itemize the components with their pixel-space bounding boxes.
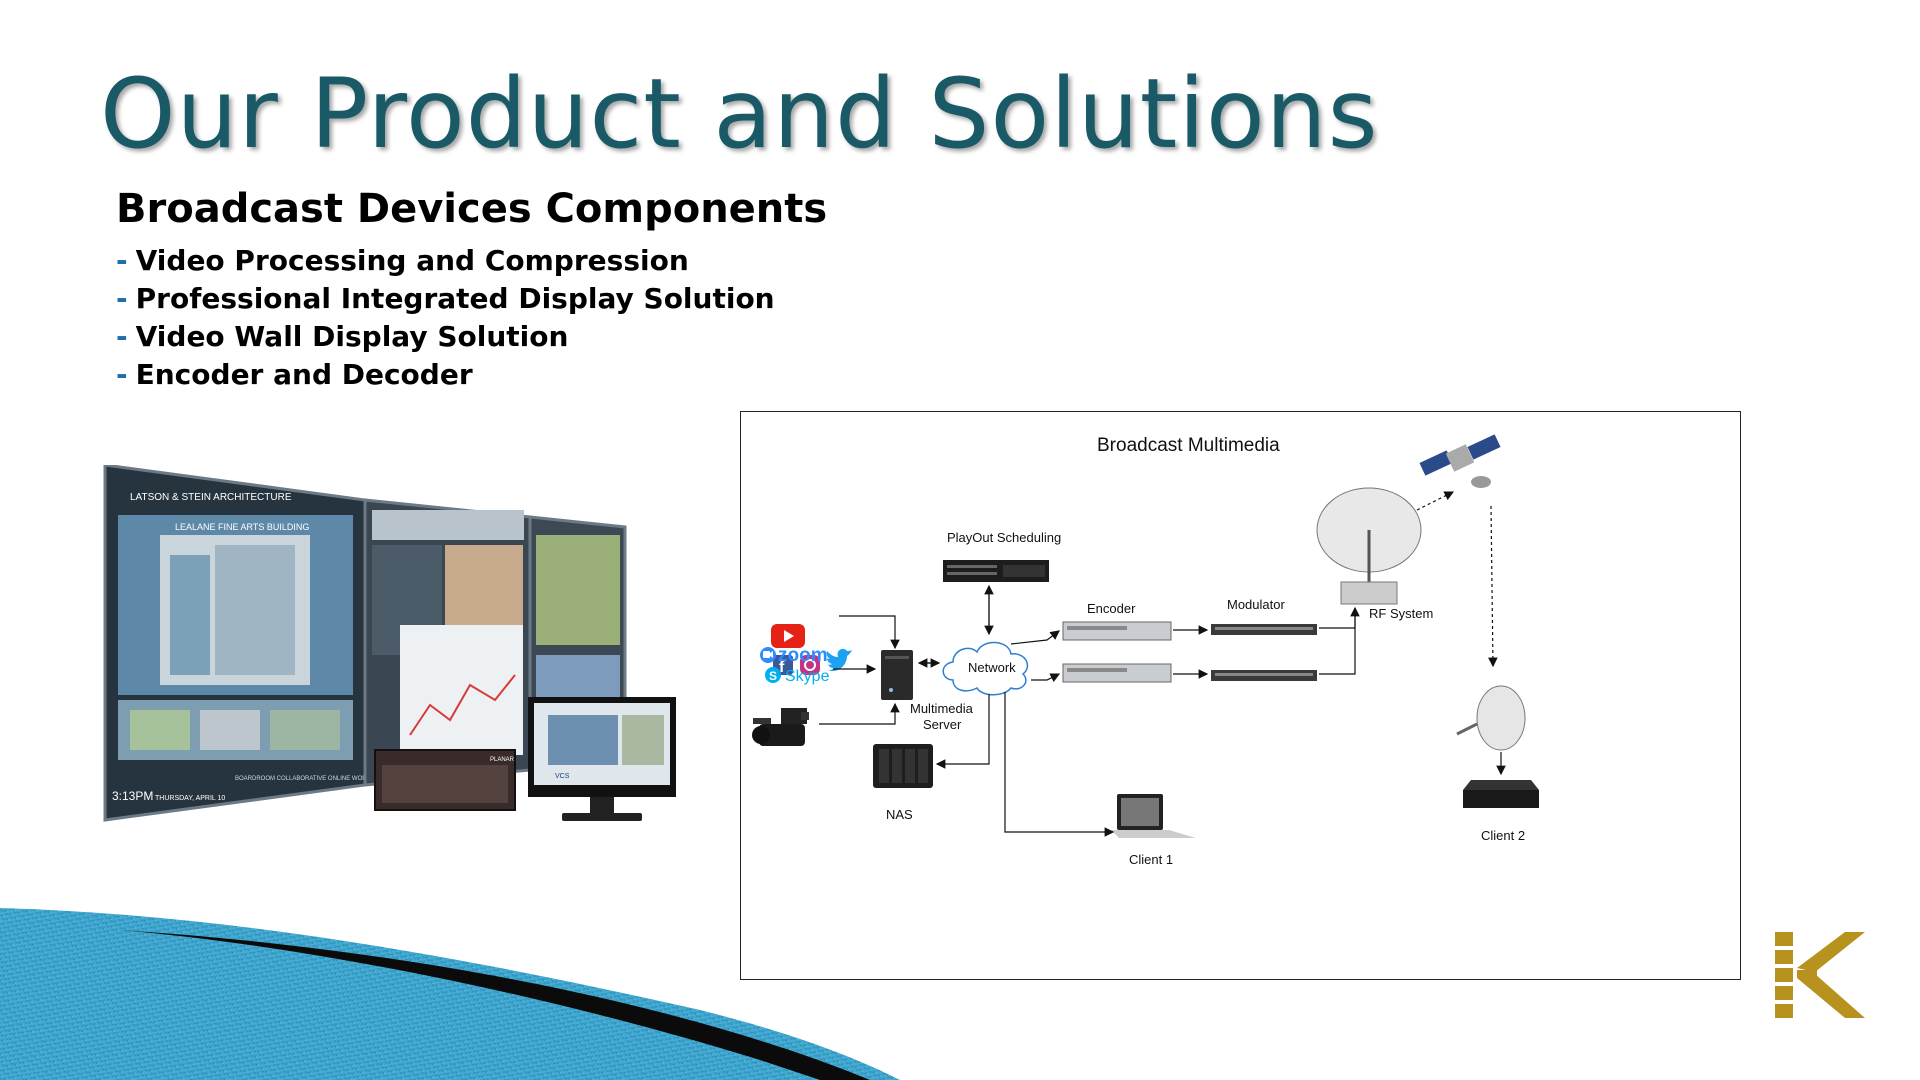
network-cloud-icon <box>942 641 1029 696</box>
bullet-dash: - <box>116 320 128 353</box>
videowall-footer: BOARDROOM COLLABORATIVE ONLINE WORKSPACE <box>235 776 390 782</box>
videowall-brand: LATSON & STEIN ARCHITECTURE <box>130 492 292 503</box>
twitter-icon <box>826 648 852 672</box>
wave-black <box>120 930 870 1080</box>
modulator-2-icon <box>1211 670 1317 681</box>
modulator-1-icon <box>1211 624 1317 635</box>
bullet-text: Video Processing and Compression <box>135 244 689 277</box>
svg-text:S: S <box>769 669 777 683</box>
multimedia-server-icon <box>881 650 913 700</box>
server-label-line2: Server <box>923 717 962 732</box>
bullet-text: Professional Integrated Display Solution <box>135 282 775 315</box>
bullet-text: Video Wall Display Solution <box>135 320 569 353</box>
network-label: Network <box>968 660 1016 675</box>
bullet-item: -Video Wall Display Solution <box>116 318 775 356</box>
skype-label: Skype <box>785 668 830 685</box>
bullet-dash: - <box>116 282 128 315</box>
videowall-date: THURSDAY, APRIL 10 <box>155 795 225 802</box>
nas-label: NAS <box>886 807 913 822</box>
zoom-label: zoom <box>778 645 828 666</box>
videowall-clock: 3:13PM <box>112 789 153 803</box>
skype-icon <box>765 667 781 683</box>
modulator-label: Modulator <box>1227 597 1285 612</box>
rf-label: RF System <box>1369 606 1433 621</box>
bullet-item: -Professional Integrated Display Solutio… <box>116 280 775 318</box>
bullet-item: -Video Processing and Compression <box>116 242 775 280</box>
videowall-product-image: LATSON & STEIN ARCHITECTURE LEALANE FINE… <box>103 465 676 822</box>
nas-icon <box>873 744 933 788</box>
broadcast-diagram: Broadcast Multimedia f <box>740 411 1741 980</box>
diagram-connectors <box>819 491 1506 837</box>
svg-text:f: f <box>779 659 785 676</box>
rf-dish-icon <box>1316 487 1422 605</box>
monitor-badge: VCS <box>555 773 570 780</box>
diagram-title: Broadcast Multimedia <box>1097 435 1280 456</box>
slide-title: Our Product and Solutions <box>100 58 1379 170</box>
set-top-box-icon <box>1463 780 1539 808</box>
client1-label: Client 1 <box>1129 852 1173 867</box>
company-logo: K <box>1775 932 1865 1018</box>
playout-label: PlayOut Scheduling <box>947 530 1061 545</box>
server-label-line1: Multimedia <box>910 701 974 716</box>
client2-label: Client 2 <box>1481 828 1525 843</box>
laptop-icon <box>1111 794 1196 838</box>
instagram-icon <box>800 655 820 675</box>
encoder-label: Encoder <box>1087 601 1136 616</box>
playout-server-icon <box>943 560 1049 582</box>
slide-subtitle: Broadcast Devices Components <box>116 186 828 232</box>
wave-blue <box>0 908 900 1080</box>
small-dish-icon <box>1456 685 1526 751</box>
satellite-icon <box>1419 434 1501 488</box>
bullet-dash: - <box>116 358 128 391</box>
bullet-item: -Encoder and Decoder <box>116 356 775 394</box>
camcorder-icon <box>752 708 809 746</box>
encoder-2-icon <box>1062 663 1172 683</box>
videowall-panel-heading: LEALANE FINE ARTS BUILDING <box>175 522 309 532</box>
planar-brand: PLANAR <box>490 757 515 763</box>
bullet-dash: - <box>116 244 128 277</box>
bullet-text: Encoder and Decoder <box>135 358 473 391</box>
bullet-list: -Video Processing and Compression -Profe… <box>116 242 775 394</box>
encoder-1-icon <box>1062 621 1172 641</box>
